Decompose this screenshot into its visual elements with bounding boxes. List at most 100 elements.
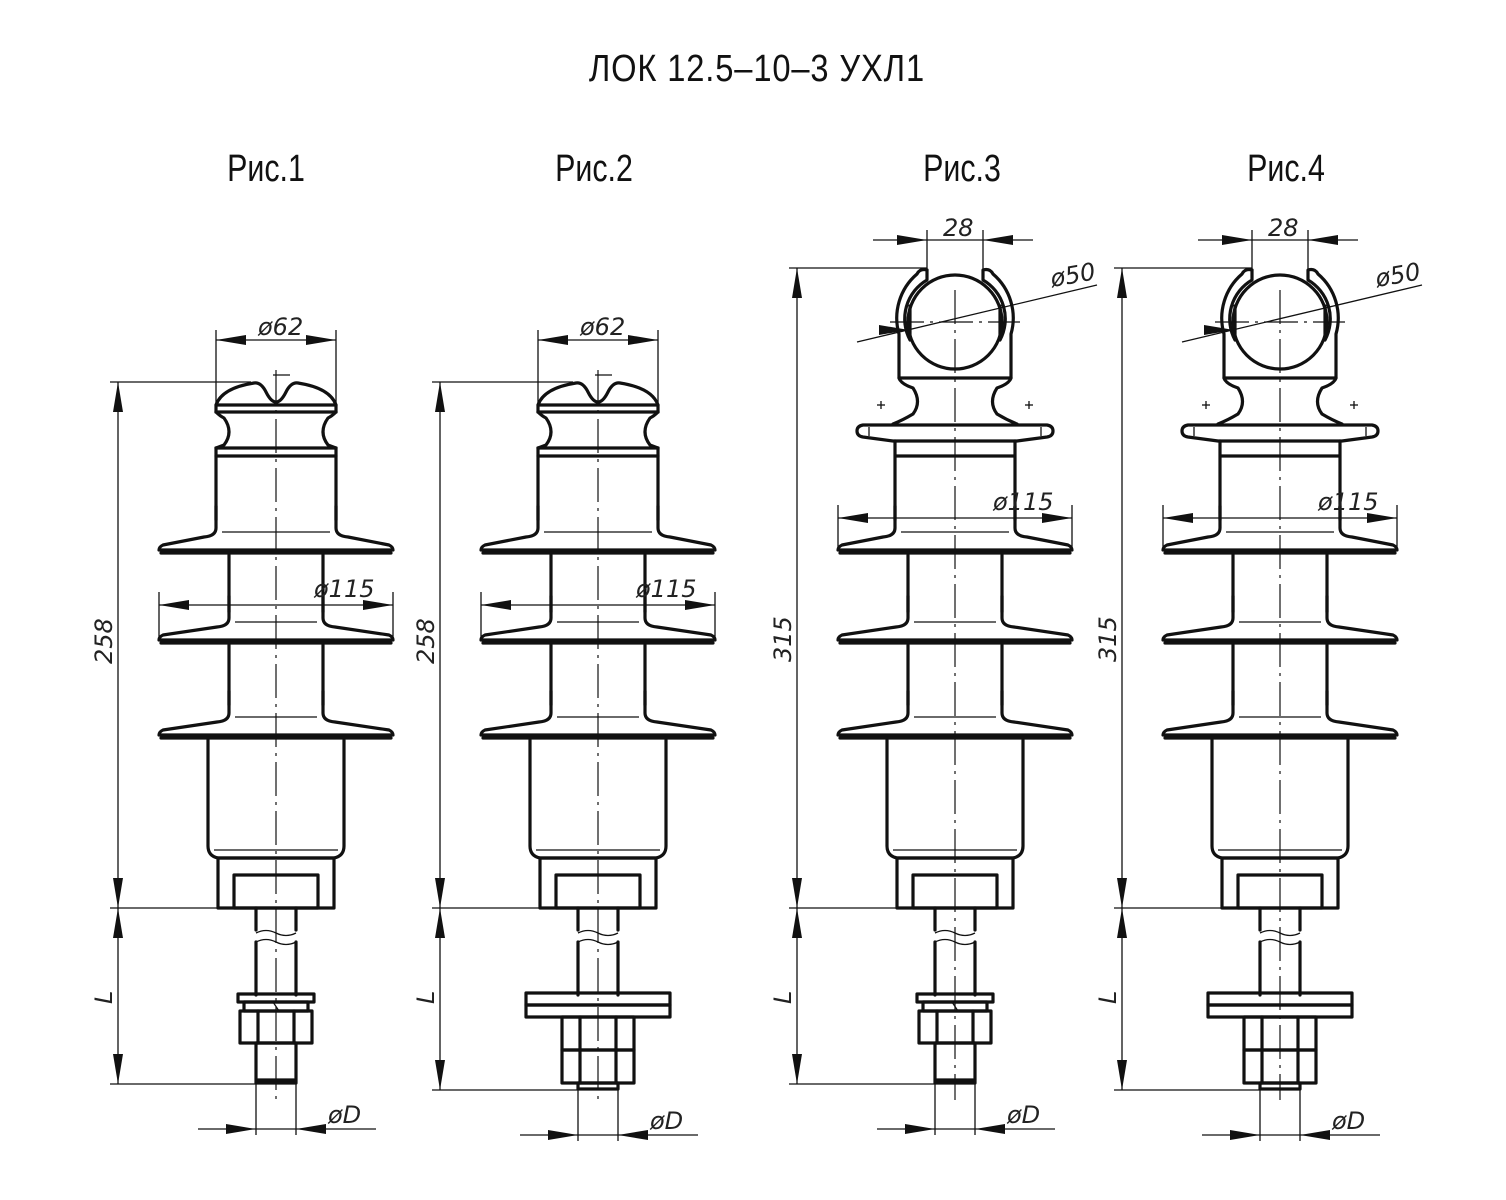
neck-right — [990, 376, 1019, 426]
shed-outline — [1161, 504, 1399, 552]
dimension-arrow — [435, 878, 445, 908]
neck-left — [1216, 376, 1245, 426]
neck-left — [536, 410, 553, 450]
neck-right — [321, 410, 338, 450]
height-label: 315 — [769, 616, 797, 662]
figure-label-3: Рис.3 — [923, 148, 1001, 190]
dimension-arrow — [1230, 1130, 1260, 1140]
dimension-arrow — [1222, 235, 1252, 245]
dimension-arrow — [113, 1054, 123, 1084]
dimension-arrow — [1117, 878, 1127, 908]
shed-diameter-label: ø115 — [635, 575, 697, 603]
shed-outline — [479, 689, 717, 737]
drawing-title: ЛОК 12.5–10–3 УХЛ1 — [588, 48, 926, 90]
shed-diameter-label: ø115 — [313, 575, 375, 603]
length-label: L — [90, 991, 118, 1004]
break-mark — [255, 938, 297, 946]
dimension-arrow — [879, 325, 909, 335]
length-label: L — [1094, 991, 1122, 1004]
groove-cap — [214, 381, 338, 407]
neck-right — [1315, 376, 1344, 426]
dimension-arrow — [296, 1124, 326, 1134]
dimension-arrow — [792, 1054, 802, 1084]
break-mark — [1259, 938, 1301, 946]
clamp-outer — [1220, 267, 1340, 380]
break-mark — [255, 929, 297, 937]
shed-outline — [479, 594, 717, 642]
dimension-arrow — [159, 600, 189, 610]
dimension-arrow — [1367, 513, 1397, 523]
clamp-diameter-label: ø50 — [1047, 257, 1097, 293]
base-nut — [554, 873, 642, 910]
dimension-arrow — [363, 600, 393, 610]
dimension-arrow — [481, 600, 511, 610]
dimension-arrow — [113, 908, 123, 938]
break-mark — [934, 938, 976, 946]
dimension-arrow — [792, 908, 802, 938]
shed-outline — [157, 594, 395, 642]
rod-diameter-label: øD — [327, 1101, 361, 1129]
base-nut — [232, 873, 320, 910]
clamp-outer — [895, 267, 1015, 380]
dimension-arrow — [435, 1060, 445, 1090]
shed-outline — [1161, 689, 1399, 737]
dimension-line — [856, 284, 1098, 343]
threaded-end — [254, 1041, 298, 1085]
dimension-arrow — [538, 335, 568, 345]
base-nut — [911, 873, 999, 910]
dimension-arrow — [1204, 325, 1234, 335]
neck-left — [891, 376, 920, 426]
figure-label-2: Рис.2 — [555, 148, 633, 190]
dimension-arrow — [685, 600, 715, 610]
figure-label-4: Рис.4 — [1247, 148, 1325, 190]
height-label: 258 — [412, 618, 440, 664]
dimension-arrow — [838, 513, 868, 523]
dimension-arrow — [1308, 235, 1338, 245]
figure-label-1: Рис.1 — [227, 148, 305, 190]
break-mark — [577, 938, 619, 946]
top-diameter-label: ø62 — [579, 313, 625, 341]
height-label: 258 — [90, 618, 118, 664]
dimension-arrow — [1042, 513, 1072, 523]
dimension-arrow — [113, 382, 123, 412]
dimension-arrow — [548, 1130, 578, 1140]
shed-outline — [157, 689, 395, 737]
dimension-arrow — [1117, 1060, 1127, 1090]
slot-width-label: 28 — [943, 214, 974, 242]
dimension-arrow — [306, 335, 336, 345]
flange-plate — [1180, 423, 1380, 443]
dimension-arrow — [618, 1130, 648, 1140]
dimension-arrow — [1117, 268, 1127, 298]
neck-left — [214, 410, 231, 450]
length-label: L — [769, 991, 797, 1004]
shed-outline — [1161, 594, 1399, 642]
dimension-arrow — [983, 235, 1013, 245]
clamp-lip-left — [903, 268, 929, 342]
shed-diameter-label: ø115 — [1317, 488, 1379, 516]
dimension-arrow — [1300, 1130, 1330, 1140]
threaded-end — [576, 1081, 620, 1091]
shed-outline — [836, 504, 1074, 552]
length-label: L — [412, 991, 440, 1004]
break-mark — [577, 929, 619, 937]
base-nut — [1236, 873, 1324, 910]
dimension-arrow — [1117, 908, 1127, 938]
dimension-arrow — [897, 235, 927, 245]
dimension-line — [1181, 284, 1423, 343]
rod-diameter-label: øD — [1331, 1107, 1365, 1135]
rod-diameter-label: øD — [649, 1107, 683, 1135]
dimension-arrow — [435, 382, 445, 412]
flange-plate — [855, 423, 1055, 443]
neck-right — [643, 410, 660, 450]
dimension-arrow — [226, 1124, 256, 1134]
dimension-arrow — [792, 268, 802, 298]
shed-outline — [836, 594, 1074, 642]
dimension-arrow — [628, 335, 658, 345]
shed-outline — [157, 504, 395, 552]
groove-cap — [536, 381, 660, 407]
clamp-lip-left — [1228, 268, 1254, 342]
break-mark — [934, 929, 976, 937]
